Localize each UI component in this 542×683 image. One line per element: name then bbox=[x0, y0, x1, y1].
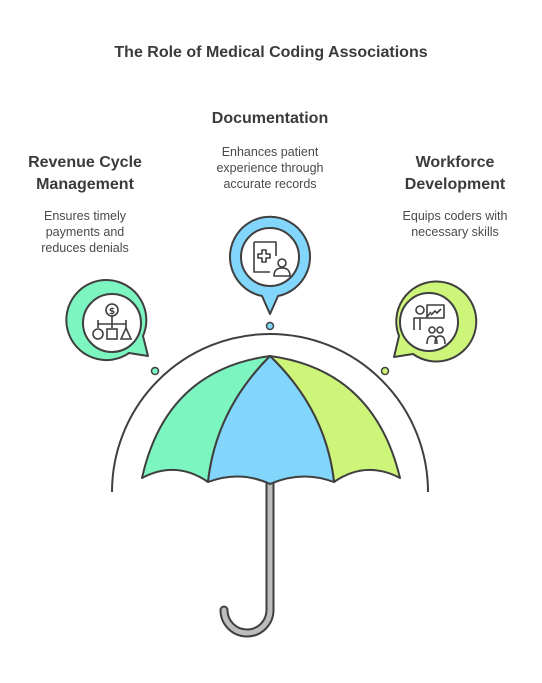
svg-text:$: $ bbox=[109, 307, 115, 317]
connector-dot-center bbox=[265, 321, 275, 331]
documentation-description: Enhances patient experience through accu… bbox=[185, 144, 355, 192]
connector-dot-left bbox=[150, 366, 160, 376]
documentation-desc-line2: experience through bbox=[216, 161, 324, 175]
workforce-desc-line1: Equips coders with bbox=[402, 209, 508, 223]
documentation-bubble bbox=[229, 215, 311, 315]
revenue-cycle-heading: Revenue Cycle Management bbox=[10, 152, 160, 196]
documentation-heading-line1: Documentation bbox=[211, 110, 329, 127]
revenue-cycle-desc-line1: Ensures timely bbox=[44, 209, 126, 223]
workforce-heading-line1: Workforce bbox=[415, 154, 495, 171]
workforce-desc-line2: necessary skills bbox=[411, 225, 499, 239]
medical-record-icon bbox=[253, 241, 291, 277]
diagram-title: The Role of Medical Coding Associations bbox=[114, 44, 428, 61]
revenue-cycle-heading-line2: Management bbox=[36, 176, 134, 193]
canopy-panel-blue bbox=[207, 355, 335, 485]
workforce-description: Equips coders with necessary skills bbox=[378, 208, 532, 240]
revenue-cycle-description: Ensures timely payments and reduces deni… bbox=[10, 208, 160, 256]
training-presentation-icon bbox=[413, 304, 446, 345]
umbrella-handle bbox=[219, 479, 275, 638]
documentation-desc-line1: Enhances patient bbox=[221, 145, 319, 159]
revenue-cycle-heading-line1: Revenue Cycle bbox=[28, 154, 142, 171]
connector-dot-right bbox=[380, 366, 390, 376]
workforce-bubble bbox=[393, 280, 478, 363]
workforce-heading: Workforce Development bbox=[378, 152, 532, 196]
revenue-cycle-desc-line3: reduces denials bbox=[41, 241, 129, 255]
documentation-heading: Documentation bbox=[185, 108, 355, 130]
outer-arc bbox=[111, 333, 429, 493]
revenue-cycle-desc-line2: payments and bbox=[45, 225, 125, 239]
workforce-heading-line2: Development bbox=[404, 176, 506, 193]
documentation-desc-line3: accurate records bbox=[223, 177, 317, 191]
workflow-dollar-icon: $ bbox=[92, 303, 133, 340]
revenue-cycle-bubble: $ bbox=[65, 279, 149, 362]
